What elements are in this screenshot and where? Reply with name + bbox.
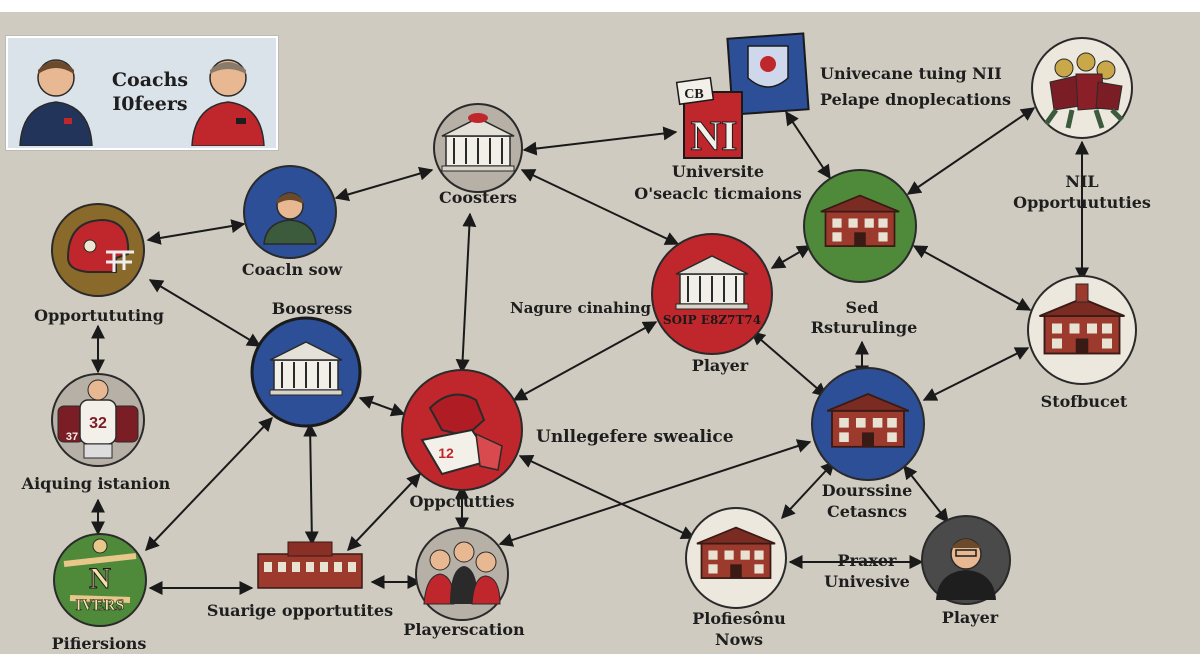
label-aiquing: Aiquing istanion [21, 474, 171, 493]
label-nil: NIL [1065, 172, 1099, 191]
center-jersey-number: 12 [438, 445, 454, 461]
label-playerscation: Playerscation [403, 620, 525, 639]
label-dourssine: Dourssine [821, 481, 913, 500]
node-center-player[interactable] [401, 369, 523, 491]
label-top-right-1: Univecane tuing NII [820, 64, 1002, 83]
label-pifiersions: Pifiersions [51, 634, 147, 653]
nil-logo-badge-text: NI [691, 114, 738, 160]
arrow-center-player [512, 321, 658, 401]
connector-arrows [91, 107, 1089, 595]
node-player-portrait[interactable] [921, 515, 1011, 605]
node-player[interactable] [651, 233, 773, 355]
arrow-bank-nivers [145, 416, 273, 552]
arrow-coachsow-coosters [334, 166, 434, 202]
arrow-brick-football [906, 107, 1036, 195]
label-nagure: Nagure cinahing [510, 299, 651, 317]
coach-right-icon [191, 59, 265, 146]
label-plofiesonu: Plofiesônu [692, 609, 786, 628]
label-opoctuties: Oppctutties [409, 492, 515, 511]
node-school[interactable] [1027, 275, 1137, 385]
label-unllegefere: Unllegefere swealice [536, 427, 734, 447]
arrow-bank-center [358, 395, 406, 417]
label-stofbucet: Stofbucet [1040, 392, 1128, 411]
label-opportutting: Opportututing [34, 306, 164, 325]
label-oseacle: O'seaclc ticmaions [634, 184, 802, 203]
nivers-letter: N [89, 562, 111, 595]
label-sed-rsturulinge: Rsturulinge [810, 318, 918, 337]
coaches-panel: Coachs I0feers [6, 36, 278, 150]
arrow-group-blue [498, 439, 812, 547]
arrow-profnews-blue [781, 460, 835, 520]
node-blue-building[interactable] [811, 367, 925, 481]
nil-logo [675, 32, 810, 159]
nivers-word: IVERS [76, 597, 125, 614]
label-coach-sow: Coacln sow [241, 260, 343, 279]
label-boosress: Boosress [271, 299, 353, 318]
arrow-coosters-player [520, 169, 680, 245]
label-univesive: Univesive [824, 572, 910, 591]
arrow-blue-player [903, 464, 949, 524]
jersey-number-37: 37 [66, 431, 78, 443]
node-jerseys[interactable] [51, 373, 145, 467]
label-coosters: Coosters [438, 188, 518, 207]
label-player-bottom: Player [941, 608, 999, 627]
label-sed: Sed [845, 298, 879, 317]
label-praxer: Praxer [837, 551, 897, 570]
label-top-right-2: Pelape dnoplecations [820, 90, 1011, 109]
coaches-title-line2: I0feers [112, 93, 188, 115]
top-band [0, 0, 1200, 12]
node-brick-building[interactable] [803, 169, 917, 283]
node-nivers[interactable] [53, 533, 147, 627]
label-cetasncs: Cetasncs [826, 502, 908, 521]
coaches-title-line1: Coachs [111, 69, 189, 91]
arrow-blue-school [922, 347, 1030, 401]
node-player-group[interactable] [415, 527, 509, 621]
arrow-center-suarige [347, 472, 421, 552]
node-professional-news[interactable] [685, 507, 787, 609]
node-helmet[interactable] [51, 203, 145, 297]
node-coosters[interactable] [433, 103, 523, 193]
arrow-helmet-coachsow [146, 219, 246, 245]
label-player-center: Player [691, 356, 749, 375]
node-suarige-building[interactable] [257, 541, 363, 589]
arrow-nil-brick [785, 110, 831, 180]
arrow-player-brick [770, 245, 812, 269]
arrow-coosters-center [455, 212, 477, 374]
node-football-players[interactable] [1031, 37, 1133, 139]
coaches-panel-title: Coachs I0feers [110, 68, 190, 116]
arrow-brick-school [912, 245, 1032, 311]
arrow-bank-suarige [303, 422, 319, 546]
node-bank[interactable] [250, 316, 362, 428]
label-nil-opportunities: Opportuututies [1013, 193, 1151, 212]
coach-left-icon [19, 59, 93, 146]
jersey-number-32: 32 [89, 415, 107, 432]
arrow-helmet-bank [148, 279, 262, 347]
label-seal-text: SOIP E8Z7T74 [662, 313, 762, 327]
node-coach-sow[interactable] [243, 165, 337, 259]
nil-logo-small-text: CB [684, 87, 703, 102]
label-nows: Nows [714, 630, 764, 649]
arrow-coosters-nil [522, 126, 678, 156]
arrow-player-blue [750, 331, 828, 397]
label-university: Universite [671, 162, 765, 181]
label-suarige: Suarige opportutites [206, 601, 394, 620]
